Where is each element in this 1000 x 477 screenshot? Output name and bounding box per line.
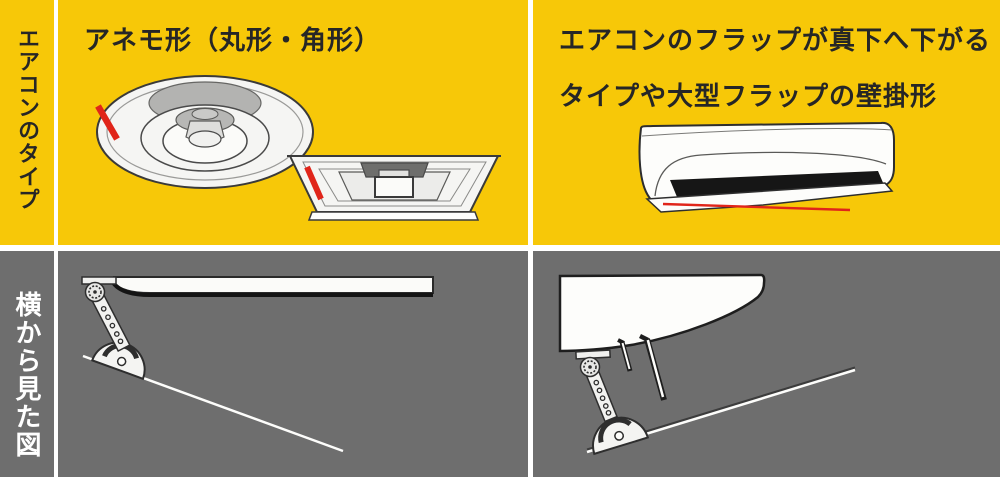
red-airflow-mark [304,165,324,201]
anemo-diffusers-illustration [95,75,501,221]
wall-unit-profile [558,273,766,353]
cell-wall-flap-type: エアコンのフラップが真下へ下がる タイプや大型フラップの壁掛形 [533,0,1000,245]
cell-anemo-type: アネモ形（丸形・角形） [58,0,528,245]
row-label-aircon-type: エアコンのタイプ [0,0,54,245]
bracket-base [592,416,650,456]
square-diffuser [287,155,501,221]
ceiling-panel [110,276,434,297]
wall-flap-title-line1: エアコンのフラップが真下へ下がる [559,25,992,55]
wall-mounted-unit [638,121,895,213]
row-label-side-view-text: 横から見た図 [12,291,42,459]
red-airflow-mark [662,202,851,212]
arm-holes [100,305,124,345]
adjustable-bracket [575,349,650,456]
air-outlet-slot [670,171,884,197]
wall-unit-illustration [638,121,895,213]
round-diffuser [95,75,314,189]
anemo-cell-title: アネモ形（丸形・角形） [84,20,381,57]
cell-side-view-wall [533,251,1000,477]
red-airflow-mark [95,104,120,141]
row-label-side-view: 横から見た図 [0,251,54,477]
side-view-ceiling-illustration [81,276,434,453]
wall-flap-cell-title: エアコンのフラップが真下へ下がる タイプや大型フラップの壁掛形 [559,20,991,113]
wall-flap-title-line2: タイプや大型フラップの壁掛形 [559,81,938,111]
adjustable-bracket [81,276,146,381]
anemo-title-text: アネモ形（丸形・角形） [84,25,382,55]
cell-side-view-ceiling [58,251,528,477]
row-label-aircon-type-text: エアコンのタイプ [15,27,40,211]
arm-holes [593,379,612,416]
side-view-wall-illustration [558,273,856,456]
flap-vanes [617,333,667,401]
